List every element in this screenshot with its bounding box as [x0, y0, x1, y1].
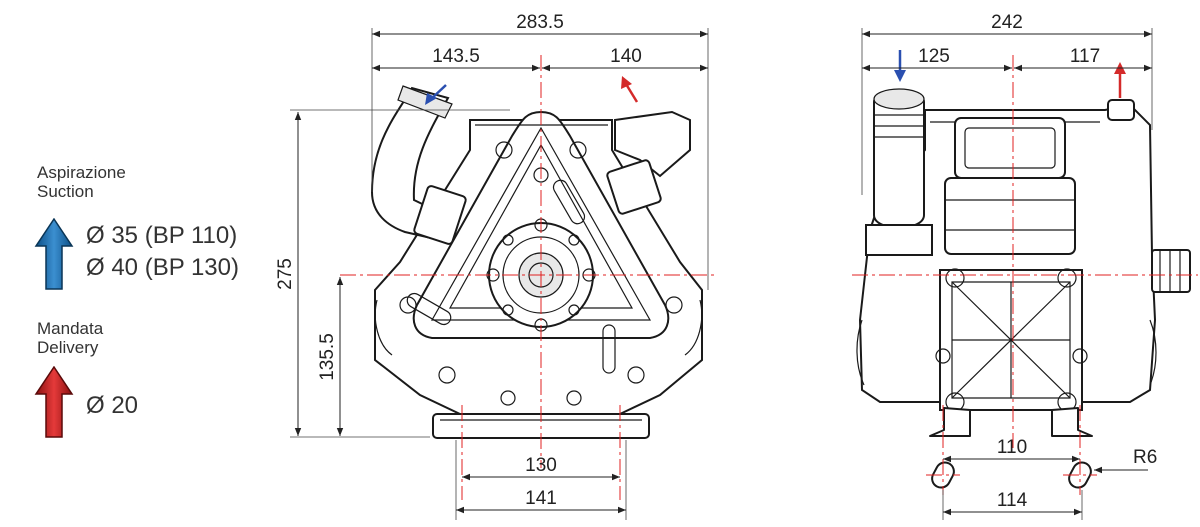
delivery-arrow-icon [34, 366, 74, 438]
side-outlet-marker-icon [1114, 62, 1126, 98]
side-slot-radius: R6 [1133, 447, 1157, 468]
side-overall-width: 242 [991, 12, 1023, 33]
front-center-height: 135.5 [317, 333, 338, 381]
delivery-diameter: Ø 20 [86, 392, 139, 419]
front-outlet-marker-icon [621, 76, 639, 103]
side-foot-outer: 114 [997, 490, 1028, 511]
front-inlet-marker-icon [425, 84, 447, 105]
side-view: 242 125 117 110 114 R6 [852, 12, 1198, 520]
delivery-label-en: Delivery [37, 338, 99, 357]
side-left-width: 125 [918, 46, 950, 67]
side-pump-body [856, 88, 1191, 489]
delivery-label-it: Mandata [37, 319, 104, 338]
front-height: 275 [275, 258, 296, 290]
suction-label-en: Suction [37, 182, 94, 201]
suction-label-it: Aspirazione [37, 163, 126, 182]
suction-arrow-icon [34, 218, 74, 290]
side-inlet-marker-icon [894, 50, 906, 82]
side-foot-inner: 110 [997, 437, 1027, 458]
front-left-width: 143.5 [432, 46, 480, 67]
side-right-width: 117 [1070, 46, 1100, 67]
front-base-inner: 130 [525, 455, 557, 476]
front-base-outer: 141 [525, 488, 557, 509]
suction-diameter-bp110: Ø 35 (BP 110) [86, 222, 238, 249]
front-right-width: 140 [610, 46, 642, 67]
connection-legend: Aspirazione Suction Ø 35 (BP 110) Ø 40 (… [0, 0, 280, 527]
front-overall-width: 283.5 [516, 12, 564, 33]
front-view: 283.5 143.5 140 275 135.5 130 141 [275, 12, 716, 520]
front-pump-body [370, 85, 703, 439]
suction-diameter-bp130: Ø 40 (BP 130) [86, 254, 239, 281]
